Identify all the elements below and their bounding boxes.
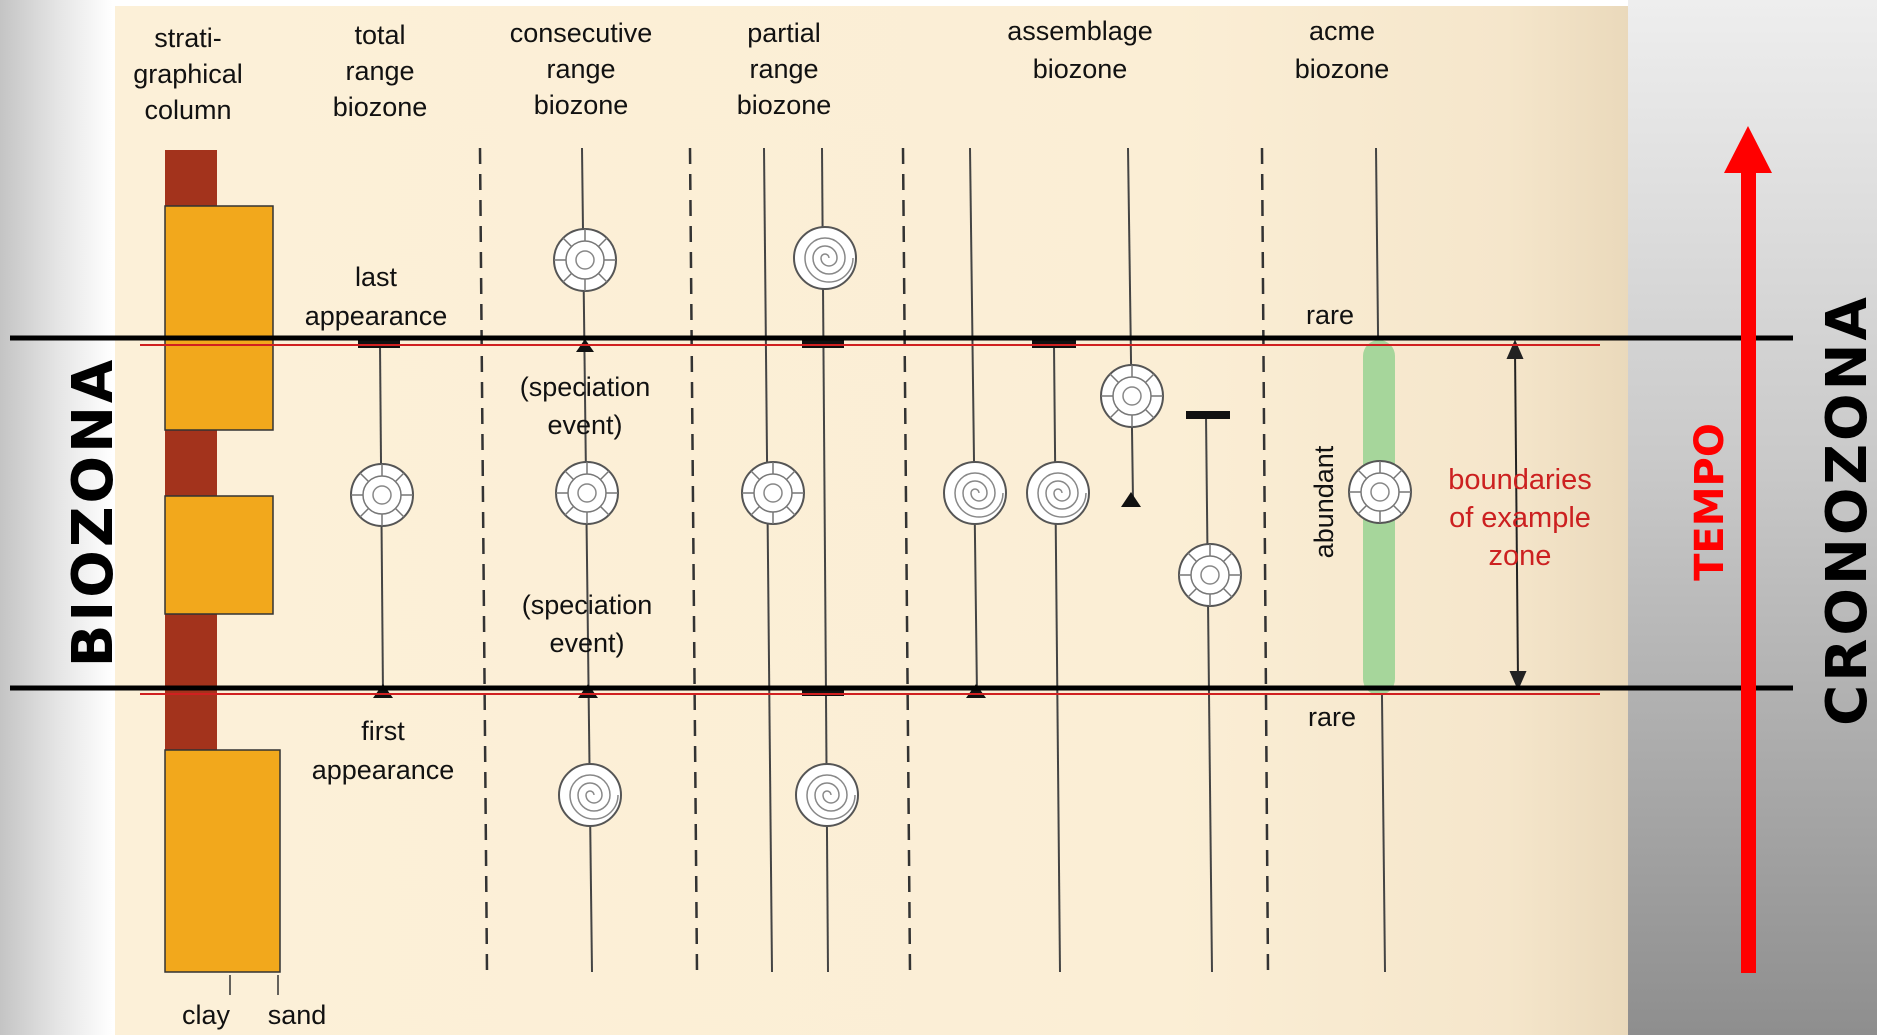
ammonite-fossil xyxy=(1348,460,1412,524)
speciation-upper-line2: event) xyxy=(547,410,622,440)
speciation-upper-line1: (speciation xyxy=(520,372,651,402)
ammonite-fossil xyxy=(1100,364,1164,428)
sand-bed-upper xyxy=(164,205,274,431)
last-appearance-line2: appearance xyxy=(305,301,448,331)
abundant-label: abundant xyxy=(1309,445,1339,558)
ammonite-fossil xyxy=(741,461,805,525)
ammonite-fossil xyxy=(793,226,857,290)
header-acme: acme biozone xyxy=(1295,16,1390,84)
speciation-event-lower: (speciation event) xyxy=(522,590,653,658)
consecutive-range-biozone xyxy=(553,147,622,973)
tempo-arrow xyxy=(1724,126,1772,973)
header-consecutive-line3: biozone xyxy=(534,90,629,120)
biozona-label: BIOZONA xyxy=(61,357,126,668)
ammonite-fossil xyxy=(350,463,414,527)
boundary-arrow xyxy=(1506,339,1527,691)
last-appearance-line1: last xyxy=(355,262,398,292)
header-assemblage: assemblage biozone xyxy=(1007,16,1153,84)
rare-label-top: rare xyxy=(1306,300,1354,330)
header-consecutive-line2: range xyxy=(546,54,615,84)
rare-label-bottom: rare xyxy=(1308,702,1356,732)
boundaries-line1: boundaries xyxy=(1448,464,1592,496)
speciation-lower-line1: (speciation xyxy=(522,590,653,620)
cronozona-label: CRONOZONA xyxy=(1815,294,1877,726)
header-total-line1: total xyxy=(354,20,405,50)
boundaries-note: boundaries of example zone xyxy=(1448,464,1592,572)
ammonite-fossil xyxy=(553,228,617,292)
first-appearance-line2: appearance xyxy=(312,755,455,785)
assemblage-biozone xyxy=(943,147,1242,973)
header-total-range: total range biozone xyxy=(333,20,428,122)
header-total-line2: range xyxy=(345,56,414,86)
header-partial-line1: partial xyxy=(747,18,821,48)
sand-bed-lower xyxy=(164,749,281,973)
header-total-line3: biozone xyxy=(333,92,428,122)
stratigraphic-column: clay sand xyxy=(164,150,327,1030)
header-strat-line2: graphical xyxy=(133,59,243,89)
header-acme-line2: biozone xyxy=(1295,54,1390,84)
boundaries-line2: of example xyxy=(1449,502,1591,534)
boundaries-line3: zone xyxy=(1489,540,1552,572)
speciation-event-upper: (speciation event) xyxy=(520,372,651,440)
ammonite-fossil xyxy=(555,461,619,525)
header-assemblage-line2: biozone xyxy=(1033,54,1128,84)
speciation-lower-line2: event) xyxy=(549,628,624,658)
ammonite-fossil xyxy=(943,461,1007,525)
first-appearance-label: first appearance xyxy=(312,716,455,785)
header-partial-range: partial range biozone xyxy=(737,18,832,120)
ammonite-fossil xyxy=(795,763,859,827)
total-range-biozone xyxy=(350,340,414,698)
ammonite-fossil xyxy=(558,763,622,827)
header-strat-column: strati- graphical column xyxy=(133,23,243,125)
sand-label: sand xyxy=(268,1000,327,1030)
header-strat-line3: column xyxy=(144,95,231,125)
partial-range-biozone xyxy=(741,147,859,973)
ammonite-fossil xyxy=(1178,543,1242,607)
header-strat-line1: strati- xyxy=(154,23,222,53)
last-appearance-label: last appearance xyxy=(305,262,448,331)
column-separators xyxy=(478,147,1270,973)
header-assemblage-line1: assemblage xyxy=(1007,16,1153,46)
sand-bed-middle xyxy=(164,495,274,615)
clay-label: clay xyxy=(182,1000,231,1030)
header-partial-line2: range xyxy=(749,54,818,84)
header-acme-line1: acme xyxy=(1309,16,1375,46)
acme-biozone: rare rare abundant xyxy=(1306,147,1412,973)
arrow-up-icon xyxy=(1724,126,1772,173)
header-consecutive-line1: consecutive xyxy=(510,18,653,48)
ammonite-fossil xyxy=(1026,461,1090,525)
header-consecutive-range: consecutive range biozone xyxy=(510,18,653,120)
first-appearance-line1: first xyxy=(361,716,405,746)
tempo-label: TEMPO xyxy=(1687,423,1733,581)
header-partial-line3: biozone xyxy=(737,90,832,120)
